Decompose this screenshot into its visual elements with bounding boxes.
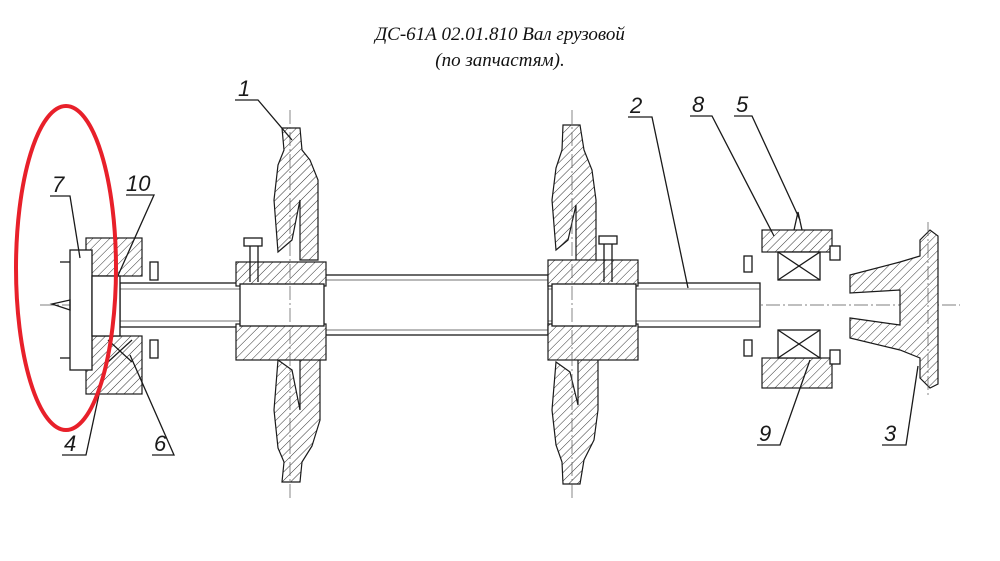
leader-lines [50,99,919,456]
title-line-1: ДС-61А 02.01.810 Вал грузовой [375,24,625,45]
sprocket-middle [547,110,639,500]
callout-1: 1 [238,76,250,101]
callout-6: 6 [154,431,167,456]
right-hub [849,222,939,395]
callout-4: 4 [64,431,76,456]
sprocket-left [235,110,327,500]
callout-5: 5 [736,92,749,117]
callout-9: 9 [759,421,771,446]
title-line-2: (по запчастям). [435,50,565,71]
callout-10: 10 [126,171,151,196]
callout-7: 7 [52,172,65,197]
callout-8: 8 [692,92,705,117]
callout-3: 3 [884,421,897,446]
highlight-ellipse [14,104,118,432]
main-shaft [119,274,761,336]
right-bearing-assembly [743,211,841,389]
callout-2: 2 [629,93,642,118]
